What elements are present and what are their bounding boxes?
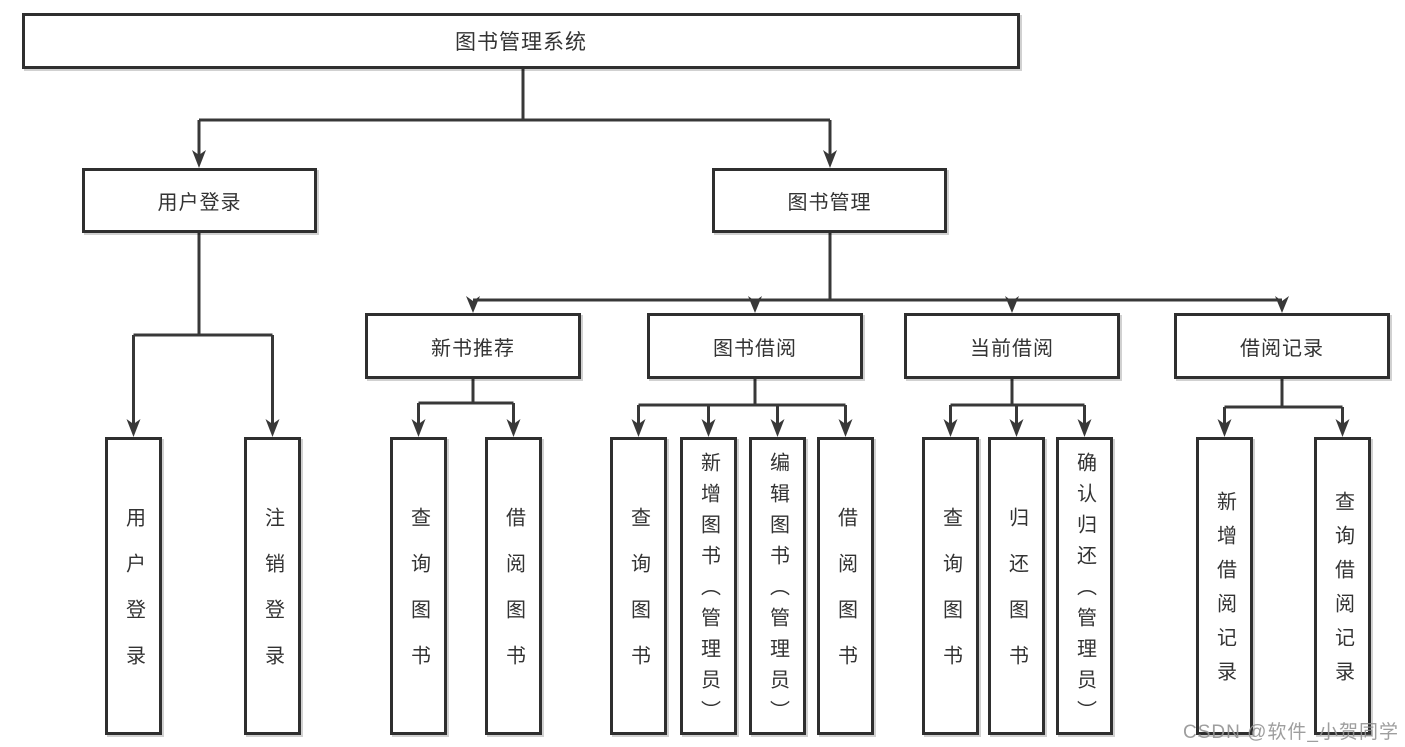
node-book-borrow: 图书借阅 [647,313,863,379]
leaf-query-books-recommend-label: 查询图书 [407,507,430,691]
arrow-down-icon [943,419,958,437]
node-book-management-label: 图书管理 [787,192,872,214]
node-book-management: 图书管理 [712,168,947,233]
leaf-query-books-current: 查询图书 [922,437,979,735]
node-book-borrow-label: 图书借阅 [713,337,797,360]
arrow-down-icon [823,150,837,168]
node-current-borrow-label: 当前借阅 [970,337,1054,360]
arrow-down-icon [192,150,206,168]
arrow-down-icon [1077,419,1092,437]
arrow-down-icon [748,296,762,313]
leaf-borrow-books-recommend-label: 借阅图书 [502,507,525,691]
connector-new-book-group [411,379,521,437]
arrow-down-icon [631,419,646,437]
arrow-down-icon [265,419,280,437]
leaf-add-books-admin-label: 新增图书（管理员） [697,452,720,731]
leaf-confirm-return-admin-label: 确认归还（管理员） [1073,452,1096,731]
leaf-add-borrow-record-label: 新增借阅记录 [1213,491,1236,695]
leaf-logout-label: 注销登录 [261,507,284,691]
arrow-down-icon [1217,419,1232,437]
arrow-down-icon [701,419,716,437]
arrow-down-icon [1335,419,1350,437]
leaf-return-books-label: 归还图书 [1005,507,1028,691]
leaf-query-books-current-label: 查询图书 [939,507,962,691]
leaf-borrow-books: 借阅图书 [817,437,874,735]
connector-book-borrow-group [631,379,853,437]
arrow-down-icon [1009,419,1024,437]
leaf-borrow-books-label: 借阅图书 [834,507,857,691]
leaf-edit-books-admin: 编辑图书（管理员） [749,437,806,735]
leaf-add-borrow-record: 新增借阅记录 [1196,437,1253,735]
leaf-confirm-return-admin: 确认归还（管理员） [1056,437,1113,735]
connector-user-login-group [126,233,280,437]
node-new-book-recommend: 新书推荐 [365,313,581,379]
node-root-system: 图书管理系统 [22,13,1020,69]
connector-borrow-record-group [1217,379,1350,437]
arrow-down-icon [466,296,480,313]
arrow-down-icon [126,419,141,437]
node-borrow-records: 借阅记录 [1174,313,1390,379]
arrow-down-icon [770,419,785,437]
connector-current-borrow-group [943,379,1092,437]
watermark: CSDN @软件_小贺同学 [1183,722,1399,743]
leaf-user-login: 用户登录 [105,437,162,735]
arrow-down-icon [1275,296,1289,313]
leaf-logout: 注销登录 [244,437,301,735]
leaf-query-books-borrow-label: 查询图书 [627,507,650,691]
leaf-query-books-recommend: 查询图书 [390,437,447,735]
node-borrow-records-label: 借阅记录 [1240,337,1324,360]
node-new-book-recommend-label: 新书推荐 [431,337,515,360]
connector-book-management-to-level3 [466,233,1289,313]
connector-root-to-level2 [192,69,837,168]
arrow-down-icon [838,419,853,437]
leaf-query-books-borrow: 查询图书 [610,437,667,735]
leaf-query-borrow-record-label: 查询借阅记录 [1331,491,1354,695]
arrow-down-icon [411,419,426,437]
node-user-login-label: 用户登录 [157,192,242,214]
node-root-label: 图书管理系统 [455,31,587,54]
leaf-query-borrow-record: 查询借阅记录 [1314,437,1371,735]
node-current-borrow: 当前借阅 [904,313,1120,379]
leaf-return-books: 归还图书 [988,437,1045,735]
leaf-user-login-label: 用户登录 [122,507,145,691]
arrow-down-icon [1005,296,1019,313]
leaf-borrow-books-recommend: 借阅图书 [485,437,542,735]
node-user-login: 用户登录 [82,168,317,233]
leaf-edit-books-admin-label: 编辑图书（管理员） [766,452,789,731]
arrow-down-icon [506,419,521,437]
leaf-add-books-admin: 新增图书（管理员） [680,437,737,735]
